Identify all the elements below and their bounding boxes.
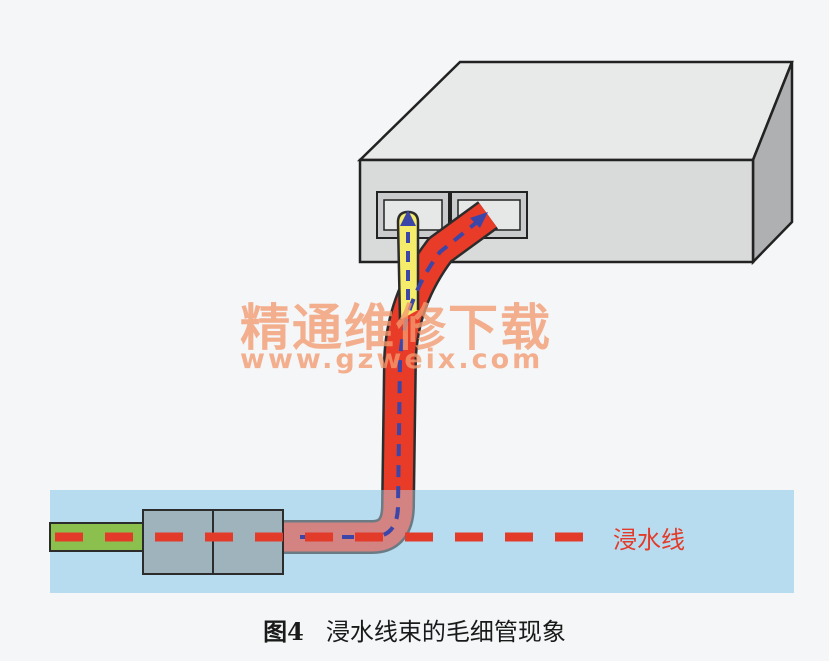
watermark-text: 精通维修下载: [240, 299, 552, 357]
figure-caption: 图4 浸水线束的毛细管现象: [0, 612, 829, 647]
inline-connector-right: [212, 509, 284, 575]
inline-connector-left: [142, 509, 214, 575]
watermark-url: www.gzweix.com: [240, 344, 544, 375]
figure-title: 浸水线束的毛细管现象: [325, 618, 566, 646]
figure-number: 图4: [263, 617, 304, 646]
water-line-label: 浸水线: [613, 526, 685, 554]
flow-arrow-head-yellow: [400, 210, 416, 226]
flow-arrow-head-red: [470, 212, 488, 228]
inline-connector: [142, 509, 284, 575]
capillary-flow-red: [300, 216, 484, 539]
module-top-face: [356, 60, 794, 162]
